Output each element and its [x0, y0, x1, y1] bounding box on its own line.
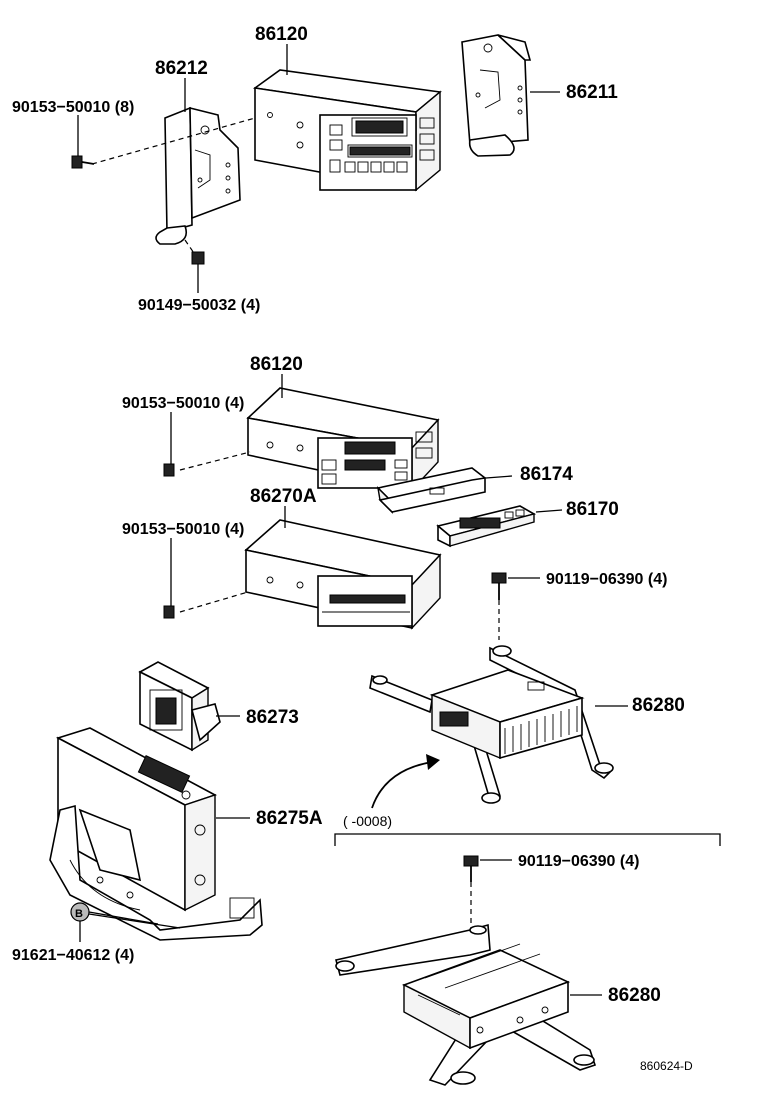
bracket-86211: [461, 34, 532, 157]
head-unit-86120-mid: [246, 387, 440, 492]
label-86120-top: 86120: [255, 24, 308, 45]
label-90149-50032: 90149−50032 (4): [138, 297, 260, 314]
date-range-bracket: [334, 833, 721, 846]
amplifier-86280-upper: [369, 645, 614, 804]
callout-b: B: [70, 902, 181, 929]
screw-90119-upper: [491, 572, 507, 640]
label-86170: 86170: [566, 499, 619, 520]
screw-90119-lower: [463, 855, 479, 928]
label-90153-50010-4a: 90153−50010 (4): [122, 395, 244, 412]
module-86273: [138, 661, 221, 752]
label-86280-lower: 86280: [608, 985, 661, 1006]
svg-text:B: B: [75, 908, 83, 920]
label-86212: 86212: [155, 58, 208, 79]
label-90119-06390-upper: 90119−06390 (4): [546, 571, 667, 588]
label-91621-40612: 91621−40612 (4): [12, 947, 134, 964]
faceplate-86170: [436, 505, 537, 548]
date-range-label: ( -0008): [343, 813, 392, 829]
head-unit-86120-top: [252, 69, 442, 192]
label-90153-50010-4b: 90153−50010 (4): [122, 521, 244, 538]
arrow-head: [426, 754, 440, 770]
diagram-code: 860624-D: [640, 1059, 693, 1073]
label-90119-06390-lower: 90119−06390 (4): [518, 853, 639, 870]
cd-changer-86270a: [244, 519, 442, 630]
amplifier-86280-lower: [335, 923, 597, 1086]
screw-90153-low: [163, 591, 249, 619]
reference-arrow: [371, 761, 433, 809]
label-86273: 86273: [246, 707, 299, 728]
label-86174: 86174: [520, 464, 573, 485]
bracket-86212: [155, 106, 241, 245]
label-86270a: 86270A: [250, 486, 317, 507]
label-90153-50010-8: 90153−50010 (8): [12, 99, 134, 116]
faceplate-86174: [376, 467, 487, 515]
screw-90153-mid: [163, 451, 251, 477]
screw-90149: [184, 239, 205, 265]
screw-90153-top: [71, 117, 256, 169]
nav-unit-86275a: [49, 727, 263, 941]
label-86211: 86211: [566, 82, 618, 103]
label-86275a: 86275A: [256, 808, 323, 829]
label-86280-upper: 86280: [632, 695, 685, 716]
label-86120-mid: 86120: [250, 354, 303, 375]
